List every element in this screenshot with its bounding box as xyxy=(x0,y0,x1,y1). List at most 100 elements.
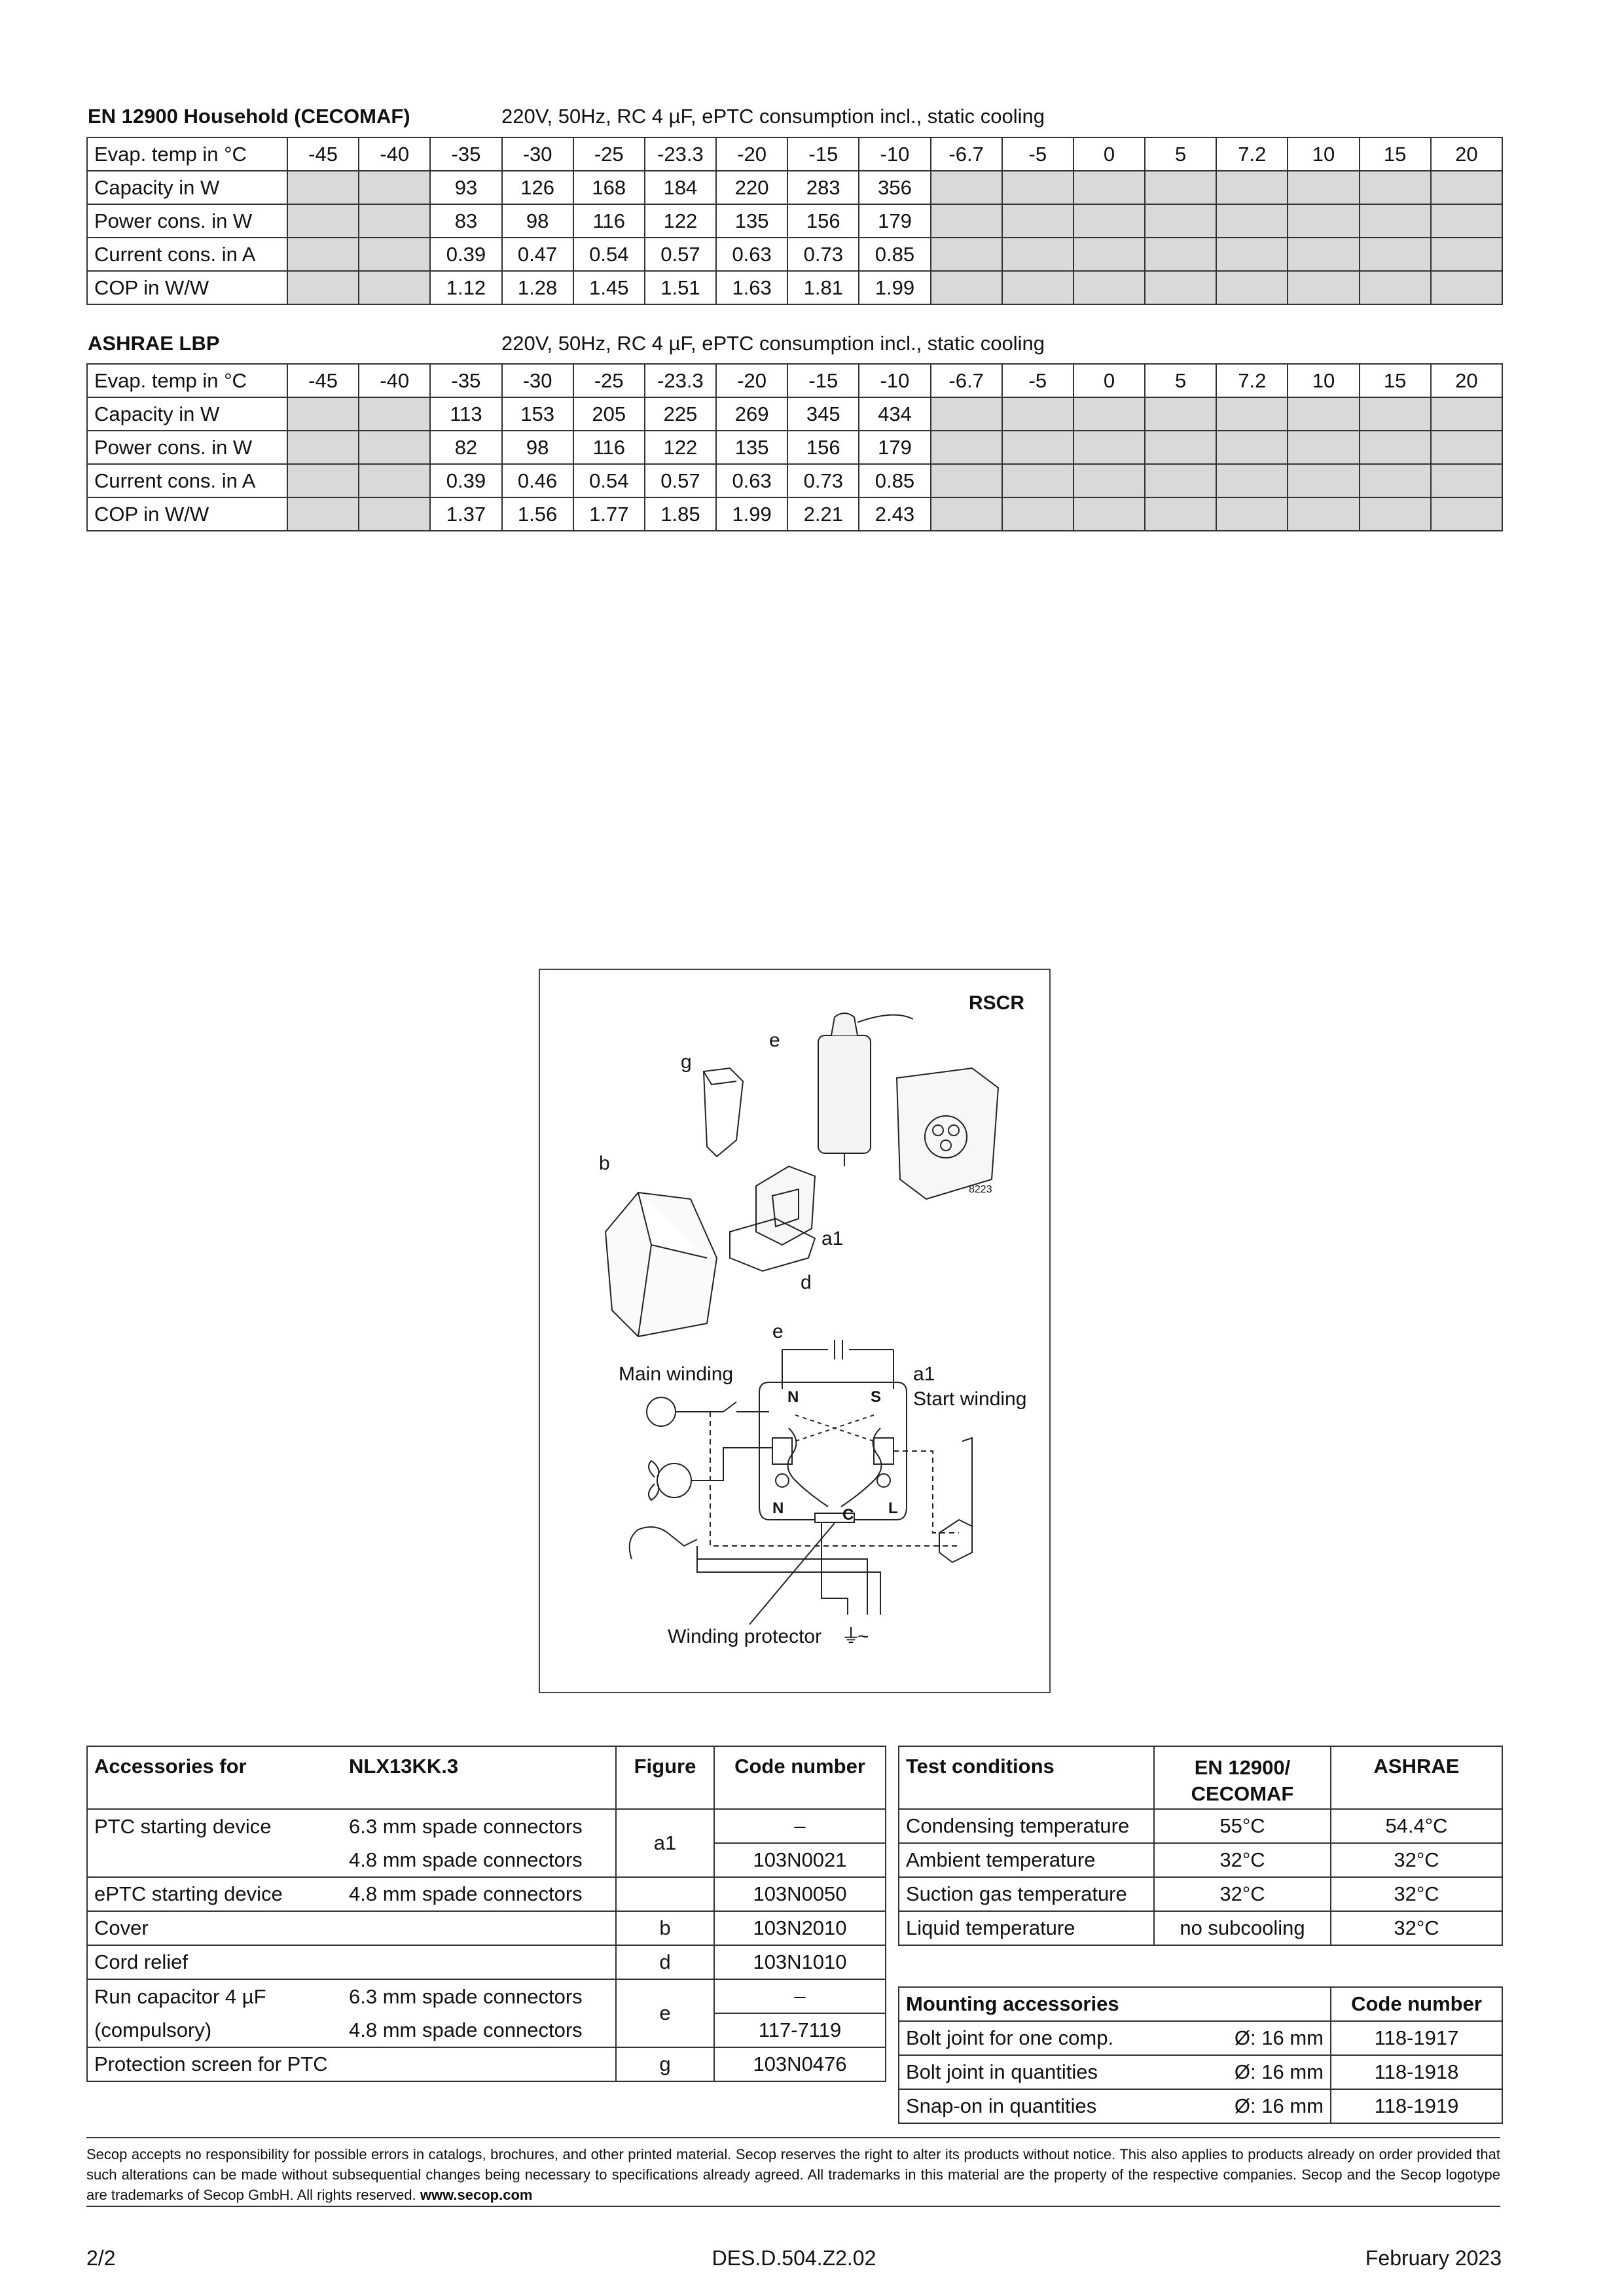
mounting-label: Bolt joint in quantities xyxy=(898,2054,1154,2090)
test-condition-ashrae: 32°C xyxy=(1330,1876,1503,1912)
ashrae-heading: ASHRAE LBP 220V, 50Hz, RC 4 µF, ePTC con… xyxy=(88,332,1502,358)
value-cell: 1.99 xyxy=(858,270,931,305)
value-cell: 1.99 xyxy=(715,497,789,531)
test-condition-ashrae: 32°C xyxy=(1330,1910,1503,1946)
value-cell: 1.12 xyxy=(429,270,503,305)
value-cell xyxy=(1287,497,1360,531)
en12900-title: EN 12900 Household (CECOMAF) xyxy=(88,105,410,128)
table-row: 4.8 mm spade connectors 103N0021 xyxy=(86,1842,886,1878)
terminal-s-top: S xyxy=(871,1388,881,1406)
header-temp-cell: -40 xyxy=(358,363,431,398)
row-label-cell: COP in W/W xyxy=(86,497,288,531)
mounting-accessories-table: Mounting accessories Code number Bolt jo… xyxy=(898,1986,1503,2124)
value-cell xyxy=(1144,497,1218,531)
value-cell xyxy=(1287,170,1360,205)
value-cell: 205 xyxy=(572,397,645,431)
value-cell: 1.56 xyxy=(501,497,574,531)
value-cell xyxy=(1287,397,1360,431)
value-cell xyxy=(286,463,360,498)
header-temp-cell: -20 xyxy=(715,363,789,398)
page-number: 2/2 xyxy=(86,2246,116,2270)
value-cell: 0.63 xyxy=(715,237,789,272)
value-cell xyxy=(1358,463,1432,498)
header-en-line2: CECOMAF xyxy=(1191,1782,1294,1805)
value-cell: 179 xyxy=(858,204,931,238)
table-row: ePTC starting device 4.8 mm spade connec… xyxy=(86,1876,886,1912)
mounting-size: Ø: 16 mm xyxy=(1154,2054,1331,2090)
value-cell: 179 xyxy=(858,430,931,465)
earth-symbol: ⏚ xyxy=(841,1626,861,1647)
table-header-row: Evap. temp in °C-45-40-35-30-25-23.3-20-… xyxy=(86,137,1503,171)
table-row: Cover b 103N2010 xyxy=(86,1910,886,1946)
value-cell xyxy=(1144,170,1218,205)
ac-symbol: ~ xyxy=(857,1626,869,1647)
value-cell xyxy=(1216,463,1289,498)
test-condition-label: Liquid temperature xyxy=(898,1910,1155,1946)
acc-name: Run capacitor 4 µF xyxy=(86,1979,342,2013)
value-cell: 1.45 xyxy=(572,270,645,305)
test-condition-ashrae: 32°C xyxy=(1330,1842,1503,1878)
value-cell xyxy=(1144,430,1218,465)
accessories-header-figure: Figure xyxy=(615,1746,715,1810)
value-cell xyxy=(1144,463,1218,498)
acc-code: – xyxy=(713,1979,886,2014)
mounting-size: Ø: 16 mm xyxy=(1154,2089,1331,2124)
value-cell xyxy=(286,170,360,205)
acc-figure xyxy=(615,1876,715,1912)
value-cell xyxy=(1287,237,1360,272)
value-cell xyxy=(1216,497,1289,531)
value-cell: 122 xyxy=(643,430,717,465)
accessories-table: Accessories for NLX13KK.3 Figure Code nu… xyxy=(86,1746,886,2082)
header-temp-cell: -35 xyxy=(429,137,503,171)
fan-motor-drawing xyxy=(657,1463,692,1498)
value-cell: 1.77 xyxy=(572,497,645,531)
value-cell xyxy=(1287,430,1360,465)
value-cell xyxy=(1358,270,1432,305)
value-cell xyxy=(1072,430,1146,465)
header-label-cell: Evap. temp in °C xyxy=(86,137,288,171)
header-temp-cell: 15 xyxy=(1358,137,1432,171)
value-cell xyxy=(1072,463,1146,498)
value-cell xyxy=(1287,204,1360,238)
test-condition-ashrae: 54.4°C xyxy=(1330,1808,1503,1844)
value-cell xyxy=(358,463,431,498)
value-cell: 1.63 xyxy=(715,270,789,305)
header-temp-cell: -40 xyxy=(358,137,431,171)
cord-relief-drawing xyxy=(729,1217,816,1272)
value-cell xyxy=(358,204,431,238)
value-cell: 345 xyxy=(787,397,860,431)
header-temp-cell: -15 xyxy=(787,137,860,171)
value-cell xyxy=(358,497,431,531)
value-cell xyxy=(929,397,1003,431)
header-temp-cell: -10 xyxy=(858,363,931,398)
acc-spec: 4.8 mm spade connectors xyxy=(342,1843,617,1878)
value-cell xyxy=(286,270,360,305)
value-cell xyxy=(1358,237,1432,272)
test-condition-label: Ambient temperature xyxy=(898,1842,1155,1878)
wiring-diagram: RSCR g e b a1 d 8223 e Main winding a1 S… xyxy=(599,992,1026,1647)
value-cell xyxy=(358,237,431,272)
header-temp-cell: 20 xyxy=(1430,137,1503,171)
value-cell: 220 xyxy=(715,170,789,205)
value-cell xyxy=(1430,237,1503,272)
value-cell xyxy=(1216,397,1289,431)
acc-code: 103N0050 xyxy=(713,1876,886,1912)
acc-spec: 6.3 mm spade connectors xyxy=(342,1809,617,1843)
value-cell: 93 xyxy=(429,170,503,205)
ashrae-performance-table: Evap. temp in °C-45-40-35-30-25-23.3-20-… xyxy=(86,363,1503,531)
acc-name: Cord relief xyxy=(86,1945,617,1980)
website-link[interactable]: www.secop.com xyxy=(420,2187,533,2203)
test-conditions-header-en: EN 12900/ CECOMAF xyxy=(1153,1746,1331,1810)
value-cell xyxy=(929,463,1003,498)
header-temp-cell: -45 xyxy=(286,137,360,171)
acc-name: (compulsory) xyxy=(86,2013,342,2048)
value-cell xyxy=(1001,430,1074,465)
value-cell xyxy=(1144,397,1218,431)
test-conditions-header: Test conditions xyxy=(898,1746,1155,1810)
value-cell: 153 xyxy=(501,397,574,431)
value-cell xyxy=(1144,237,1218,272)
